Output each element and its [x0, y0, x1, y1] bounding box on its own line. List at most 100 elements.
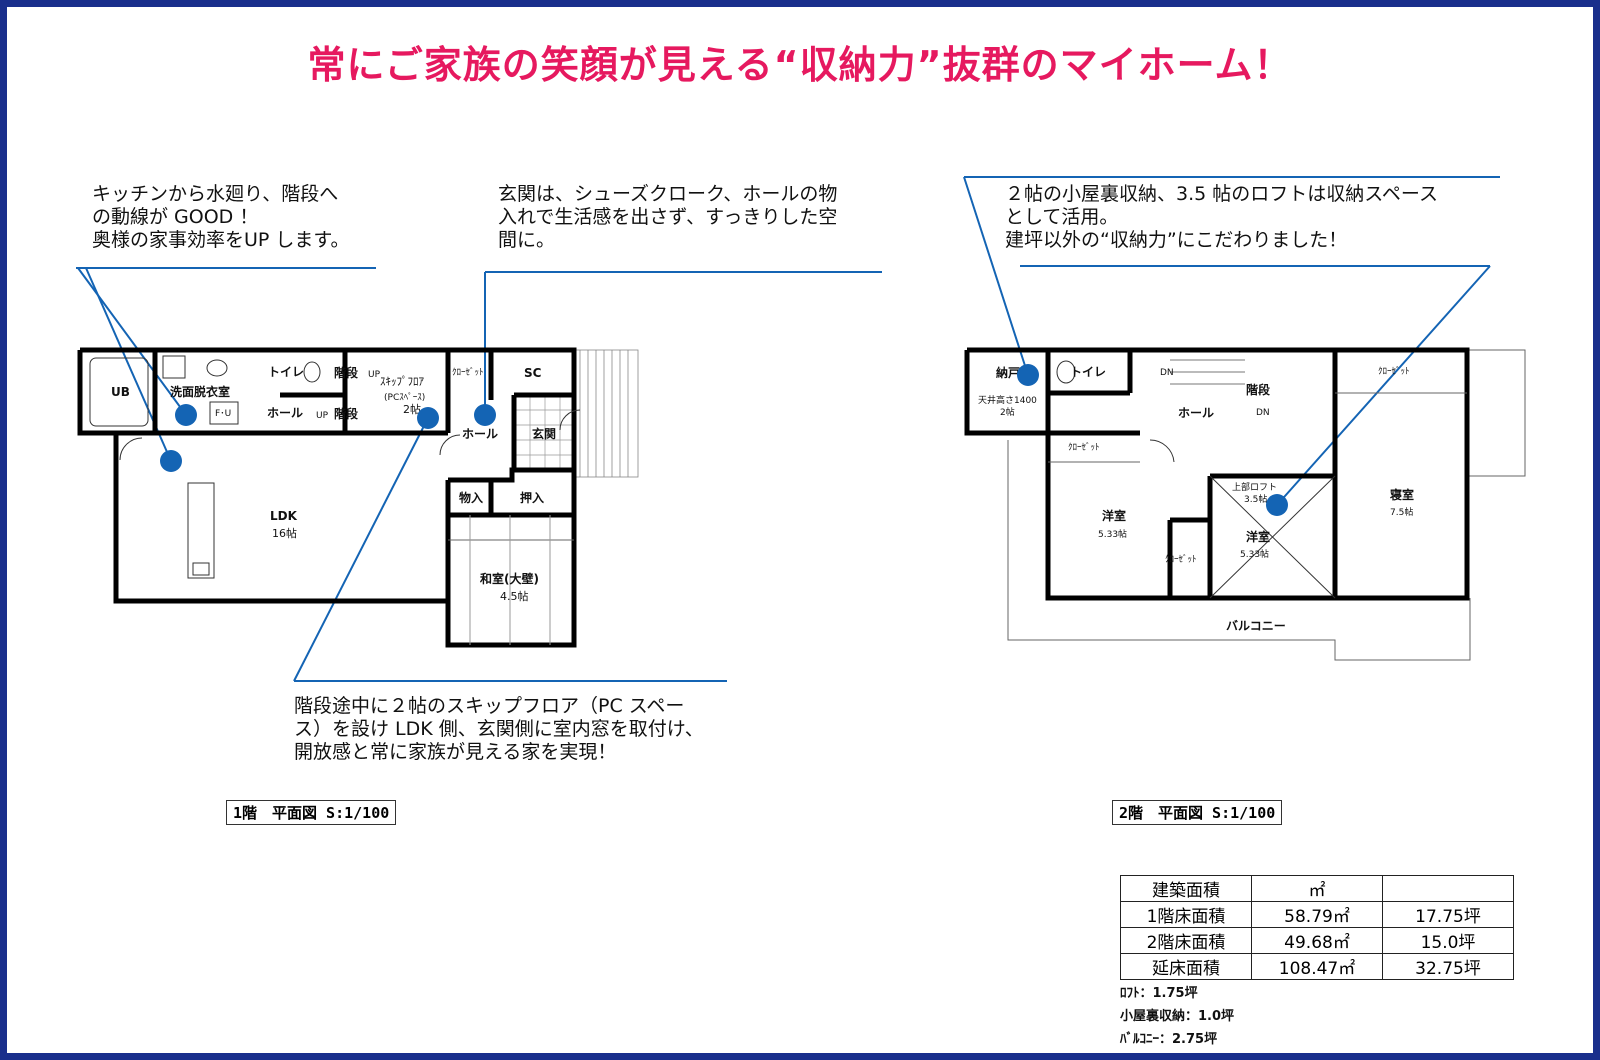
room-skip-floor: ｽｷｯﾌﾟﾌﾛｱ — [380, 375, 424, 388]
room-fu: F･U — [215, 409, 231, 419]
table-header-cell — [1382, 875, 1514, 902]
table-cell-tsubo: 32.75坪 — [1382, 953, 1514, 980]
note-line: ２帖の小屋裏収納、3.5 帖のロフトは収納スペース — [1005, 183, 1438, 205]
marker-skip-floor — [417, 407, 439, 429]
leader-lines — [76, 176, 1500, 682]
room-skip-pc: (PCｽﾍﾟｰｽ) — [384, 392, 425, 403]
washer-icon — [206, 359, 228, 377]
table-cell-label: 延床面積 — [1120, 953, 1252, 980]
page-title: 常にご家族の笑顔が見える“収納力”抜群のマイホーム！ — [307, 43, 1293, 87]
floor2-fixtures — [1048, 359, 1467, 599]
room-nando: 納戸 — [996, 365, 1020, 380]
table-cell-sqm: 58.79㎡ — [1251, 901, 1383, 928]
table-header-row: 建築面積 ㎡ — [1120, 875, 1514, 902]
room-stairs2: 階段 — [334, 406, 359, 421]
room-bedroom-size: 7.5帖 — [1390, 506, 1413, 518]
note-line: として活用。 — [1005, 206, 1119, 228]
note-line: ス）を設け LDK 側、玄関側に室内窓を取付け、 — [294, 718, 704, 740]
extra-attic-area: 小屋裏収納：1.0坪 — [1120, 1009, 1235, 1024]
markers — [160, 364, 1288, 516]
note-line: キッチンから水廻り、階段へ — [92, 183, 339, 205]
room-yoshitsu1: 洋室 — [1102, 508, 1126, 523]
table-cell-sqm: 108.47㎡ — [1251, 953, 1383, 980]
note-line: 奥様の家事効率をUP します。 — [92, 229, 350, 251]
room-stairs: 階段 — [334, 365, 359, 380]
room-closet-b: ｸﾛｰｾﾞｯﾄ — [1378, 366, 1410, 377]
room-closet-a: ｸﾛｰｾﾞｯﾄ — [1068, 442, 1100, 453]
note-entrance: 玄関は、シューズクローク、ホールの物 入れで生活感を出さず、すっきりした空 間に… — [498, 183, 837, 252]
note-line: 階段途中に２帖のスキップフロア（PC スペー — [294, 695, 685, 717]
leader-loft — [1276, 265, 1491, 506]
toilet-icon — [1056, 360, 1076, 384]
room-toilet: トイレ — [268, 365, 304, 379]
room-up: UP — [368, 370, 381, 380]
room-loft: 上部ロフト — [1232, 481, 1277, 493]
entrance-tiles — [514, 395, 574, 470]
room-hall-small: ホール — [267, 406, 303, 420]
door-swing — [1149, 439, 1175, 463]
door-swing — [439, 434, 461, 456]
leader-nando — [963, 176, 1029, 376]
table-cell-label: 1階床面積 — [1120, 901, 1252, 928]
marker-washroom — [175, 404, 197, 426]
terrace-hatch — [573, 349, 639, 478]
room-loft-size: 3.5帖 — [1244, 493, 1267, 505]
marker-kitchen — [160, 450, 182, 472]
room-bedroom: 寝室 — [1390, 487, 1414, 502]
room-balcony: バルコニー — [1226, 619, 1286, 633]
room-hall: ホール — [462, 427, 498, 441]
marker-nando — [1017, 364, 1039, 386]
room-ldk-size: 16帖 — [272, 527, 297, 540]
room-sc: SC — [524, 366, 542, 380]
note-line: 玄関は、シューズクローク、ホールの物 — [498, 183, 838, 205]
extra-loft-area: ﾛﾌﾄ：1.75坪 — [1120, 986, 1198, 1001]
note-kitchen: キッチンから水廻り、階段へ の動線が GOOD ！ 奥様の家事効率をUP します… — [92, 183, 350, 252]
room-oshiire: 押入 — [520, 490, 544, 505]
toilet-icon — [303, 361, 321, 383]
room-washitsu: 和室(大壁) — [479, 571, 539, 586]
note-line: の動線が GOOD ！ — [92, 206, 259, 228]
note-line: 入れで生活感を出さず、すっきりした空 — [498, 206, 838, 228]
table-row: 1階床面積 58.79㎡ 17.75坪 — [1120, 901, 1514, 928]
room-yoshitsu1-size: 5.33帖 — [1098, 528, 1127, 540]
fu-box — [209, 401, 239, 425]
room-storage: 物入 — [459, 490, 483, 505]
room-dn2: DN — [1256, 408, 1270, 418]
room-yoshitsu2: 洋室 — [1246, 529, 1270, 544]
room-stairs2: 階段 — [1246, 382, 1271, 397]
door-swing — [119, 437, 143, 461]
floor1-plan: UB 洗面脱衣室 F･U トイレ 階段 UP ホール UP 階段 ｽｷｯﾌﾟﾌﾛ… — [77, 347, 639, 648]
room-washroom: 洗面脱衣室 — [170, 384, 230, 399]
room-toilet2: トイレ — [1070, 365, 1106, 379]
floor1-fixtures — [89, 355, 581, 645]
sink-icon — [162, 355, 186, 379]
table-cell-sqm: 49.68㎡ — [1251, 927, 1383, 954]
balcony-outline — [1007, 349, 1526, 661]
table-cell-tsubo: 17.75坪 — [1382, 901, 1514, 928]
room-washitsu-size: 4.5帖 — [500, 590, 529, 603]
table-header-cell: 建築面積 — [1120, 875, 1252, 902]
note-skip-floor: 階段途中に２帖のスキップフロア（PC スペー ス）を設け LDK 側、玄関側に室… — [294, 695, 704, 764]
loft-diagonal — [1209, 475, 1336, 599]
marker-loft — [1266, 494, 1288, 516]
kitchen-counter — [187, 482, 215, 579]
room-up2: UP — [316, 411, 329, 421]
room-skip-size: 2帖 — [403, 403, 421, 416]
room-yoshitsu2-size: 5.33帖 — [1240, 548, 1269, 560]
floor2-scale-label: 2階 平面図 S:1/100 — [1112, 800, 1283, 825]
table-row: 2階床面積 49.68㎡ 15.0坪 — [1120, 927, 1514, 954]
room-ldk: LDK — [270, 509, 298, 523]
door-swing — [559, 409, 581, 431]
table-cell-label: 2階床面積 — [1120, 927, 1252, 954]
room-hall2: ホール — [1178, 406, 1214, 420]
note-line: 開放感と常に家族が見える家を実現！ — [294, 741, 617, 763]
marker-entrance-hall — [474, 404, 496, 426]
table-cell-tsubo: 15.0坪 — [1382, 927, 1514, 954]
note-line: 間に。 — [498, 229, 556, 251]
floor2-walls — [964, 347, 1470, 601]
note-storage: ２帖の小屋裏収納、3.5 帖のロフトは収納スペース として活用。 建坪以外の“収… — [1005, 183, 1438, 252]
bathtub — [89, 357, 149, 427]
table-header-cell: ㎡ — [1251, 875, 1383, 902]
area-table: 建築面積 ㎡ 1階床面積 58.79㎡ 17.75坪 2階床面積 49.68㎡ … — [1120, 875, 1514, 980]
